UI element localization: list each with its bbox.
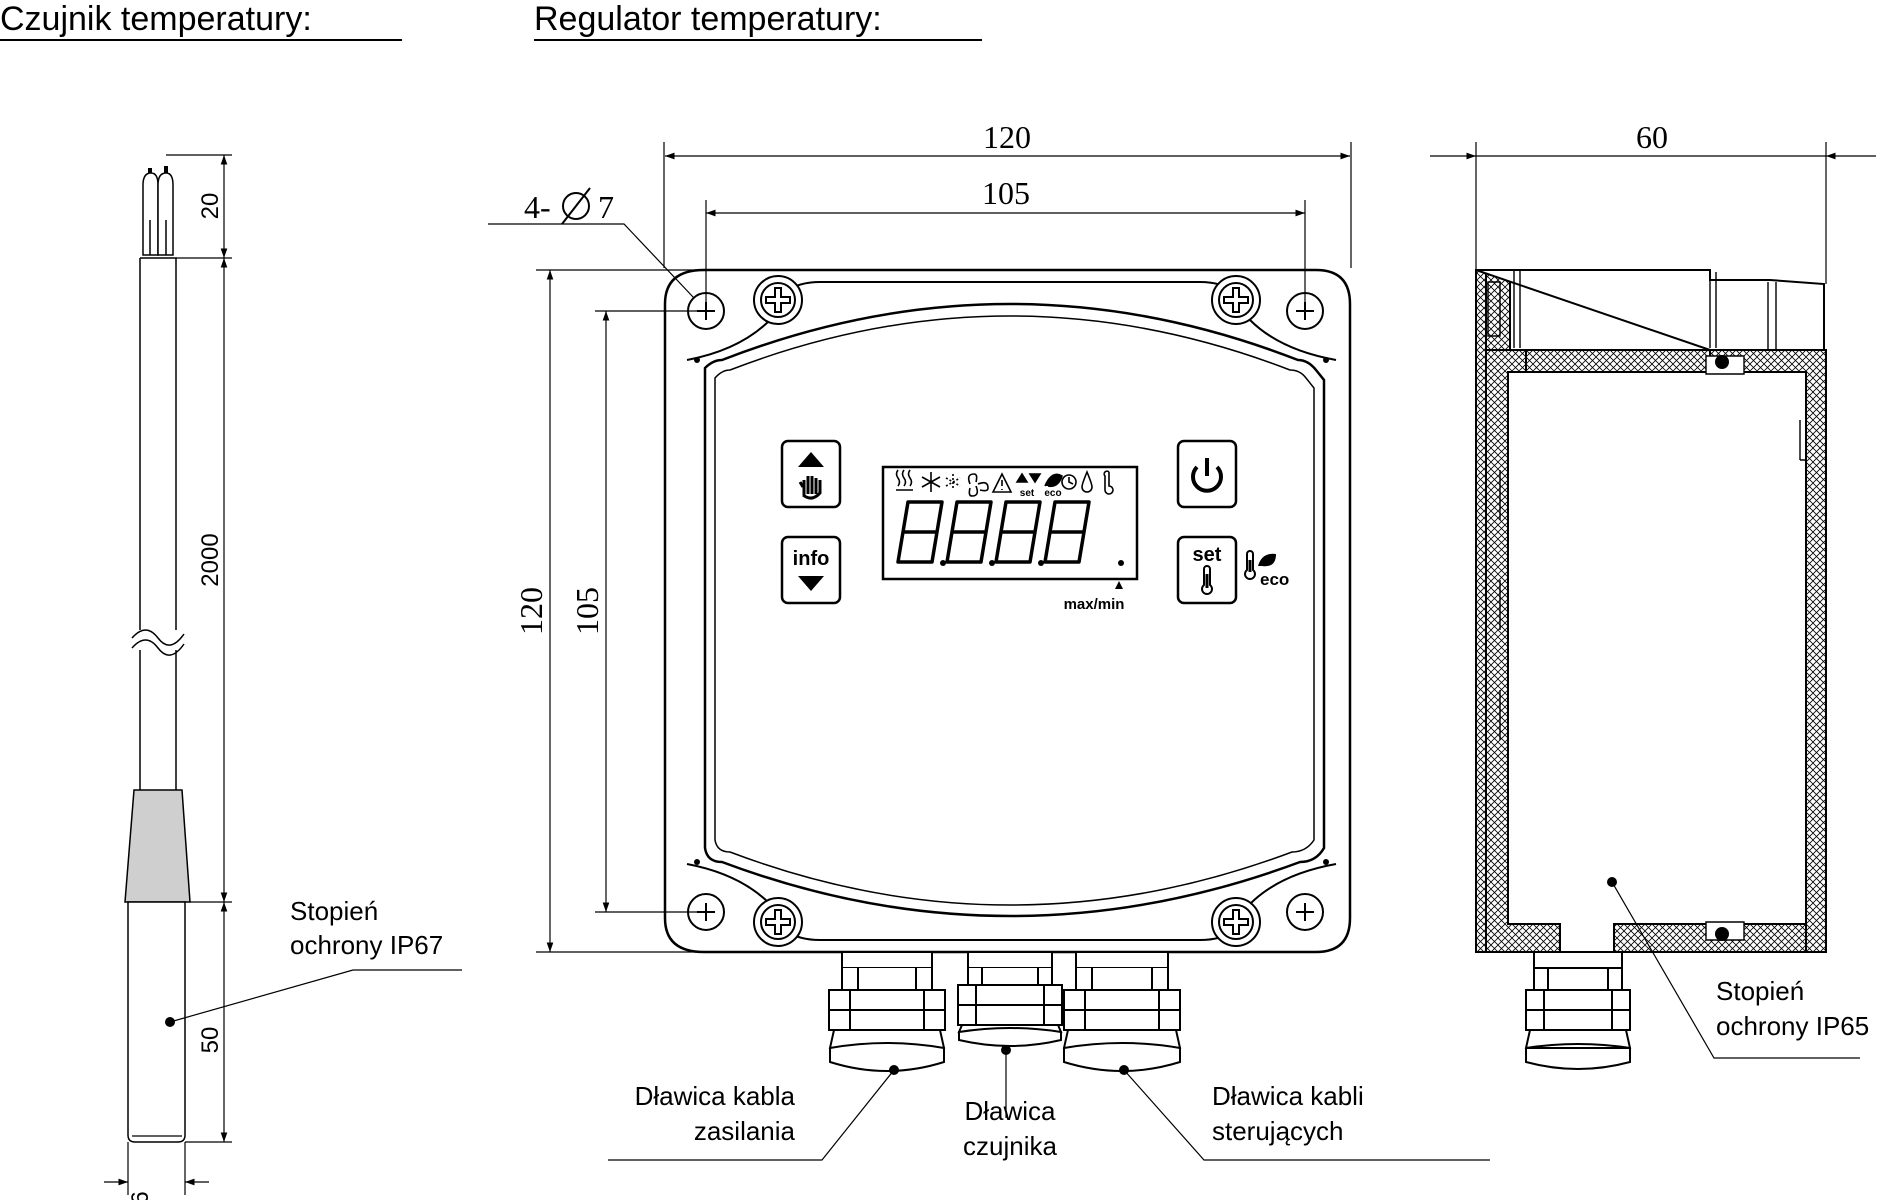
- diameter-icon: [562, 192, 590, 220]
- gland-sensor: [957, 951, 1063, 1047]
- dim-depth: 60: [1636, 119, 1668, 155]
- setpoint-arrows-icon: [1015, 472, 1042, 484]
- clock-icon: [1061, 474, 1077, 490]
- sensor-drawing: [124, 166, 191, 1143]
- callout-dot-sensor: [1001, 1045, 1011, 1055]
- svg-text:Stopień: Stopień: [1716, 976, 1804, 1006]
- svg-text:4-: 4-: [524, 189, 551, 225]
- regulator-protection-callout: Stopień ochrony IP65: [1607, 877, 1869, 1059]
- gland-callouts: [608, 1050, 1490, 1161]
- svg-text:max/min: max/min: [1064, 596, 1125, 613]
- gland-power: [828, 951, 946, 1072]
- label-gland-control-2: sterujących: [1212, 1116, 1344, 1146]
- screw-top-right: [1211, 275, 1261, 325]
- eco-leaf-icon: [1044, 473, 1063, 488]
- regulator-front-view: [663, 268, 1352, 954]
- arrow-up-icon: [798, 452, 824, 467]
- defrost-icon: [945, 474, 961, 490]
- sensor-protection-callout: Stopień ochrony IP67: [165, 896, 462, 1027]
- sensor-probe: [127, 901, 186, 1143]
- fan-icon: [967, 473, 989, 497]
- info-down-button[interactable]: info: [780, 535, 842, 605]
- sensor-wires: [142, 166, 174, 256]
- svg-text:eco: eco: [1044, 488, 1061, 499]
- label-gland-control: Dławica kabli: [1212, 1081, 1364, 1111]
- svg-text:7: 7: [598, 189, 614, 225]
- dim-cable-length: 2000: [197, 533, 224, 586]
- dim-wire-length: 20: [197, 193, 224, 220]
- svg-text:Regulator temperatury:: Regulator temperatury:: [534, 0, 882, 38]
- screw-bottom-left: [753, 897, 803, 947]
- svg-text:eco: eco: [1260, 570, 1289, 589]
- eco-indicator: eco: [1244, 550, 1289, 589]
- snowflake-icon: [921, 472, 941, 492]
- label-gland-power: Dławica kabla: [635, 1081, 796, 1111]
- power-button[interactable]: [1176, 439, 1238, 509]
- screw-bottom-right: [1211, 897, 1261, 947]
- set-button[interactable]: set: [1176, 535, 1238, 605]
- dim-hole-spacing-x: 105: [982, 175, 1030, 211]
- status-icons: [895, 469, 1114, 497]
- svg-text:Czujnik temperatury:: Czujnik temperatury:: [0, 0, 312, 38]
- cable-break: [131, 629, 185, 656]
- thermometer-display-icon: [1103, 470, 1114, 495]
- indicator-arrow-icon: [1115, 581, 1123, 589]
- label-gland-sensor-2: czujnika: [963, 1131, 1057, 1161]
- lcd-display: set eco: [881, 465, 1139, 581]
- thermometer-small-icon: [1244, 550, 1256, 580]
- heat-icon: [895, 469, 913, 491]
- dim-probe-length: 50: [197, 1027, 224, 1054]
- regulator-side-view: [1475, 269, 1827, 1070]
- mount-hole-bottom-right: [1286, 893, 1324, 931]
- svg-text:set: set: [1193, 544, 1222, 566]
- regulator-title: Regulator temperatury:: [534, 0, 982, 41]
- callout-dot-control: [1119, 1065, 1129, 1075]
- thermometer-icon: [1201, 565, 1213, 595]
- sensor-sleeve: [124, 789, 191, 903]
- maxmin-indicator: max/min: [1064, 581, 1125, 613]
- dim-front-height: 120: [513, 587, 549, 635]
- svg-text:ochrony IP65: ochrony IP65: [1716, 1011, 1869, 1041]
- power-icon: [1191, 465, 1223, 493]
- hand-icon: [798, 476, 822, 500]
- svg-text:info: info: [793, 548, 830, 570]
- dim-front-width: 120: [983, 119, 1031, 155]
- side-dimensions: [1430, 142, 1876, 284]
- svg-text:Stopień: Stopień: [290, 896, 378, 926]
- leaf-icon: [1258, 553, 1276, 567]
- svg-text:ochrony IP67: ochrony IP67: [290, 930, 443, 960]
- gland-control: [1062, 951, 1182, 1072]
- sensor-dimensions: [104, 154, 232, 1195]
- label-gland-sensor: Dławica: [964, 1096, 1056, 1126]
- seven-segment-digits: [896, 500, 1091, 564]
- humidity-icon: [1081, 469, 1093, 493]
- callout-dot-power: [889, 1065, 899, 1075]
- svg-text:set: set: [1020, 488, 1035, 499]
- up-hand-button[interactable]: [780, 439, 842, 509]
- alarm-icon: [991, 472, 1013, 493]
- dim-hole-spacing-y: 105: [569, 587, 605, 635]
- dim-probe-diameter: 6: [127, 1191, 154, 1200]
- sensor-title: Czujnik temperatury:: [0, 0, 402, 41]
- screw-top-left: [753, 275, 803, 325]
- sensor-cable: [139, 257, 177, 790]
- hole-callout: 4- 7: [524, 187, 614, 225]
- arrow-down-icon: [798, 576, 824, 591]
- front-dimensions: [488, 142, 1352, 953]
- label-gland-power-2: zasilania: [694, 1116, 796, 1146]
